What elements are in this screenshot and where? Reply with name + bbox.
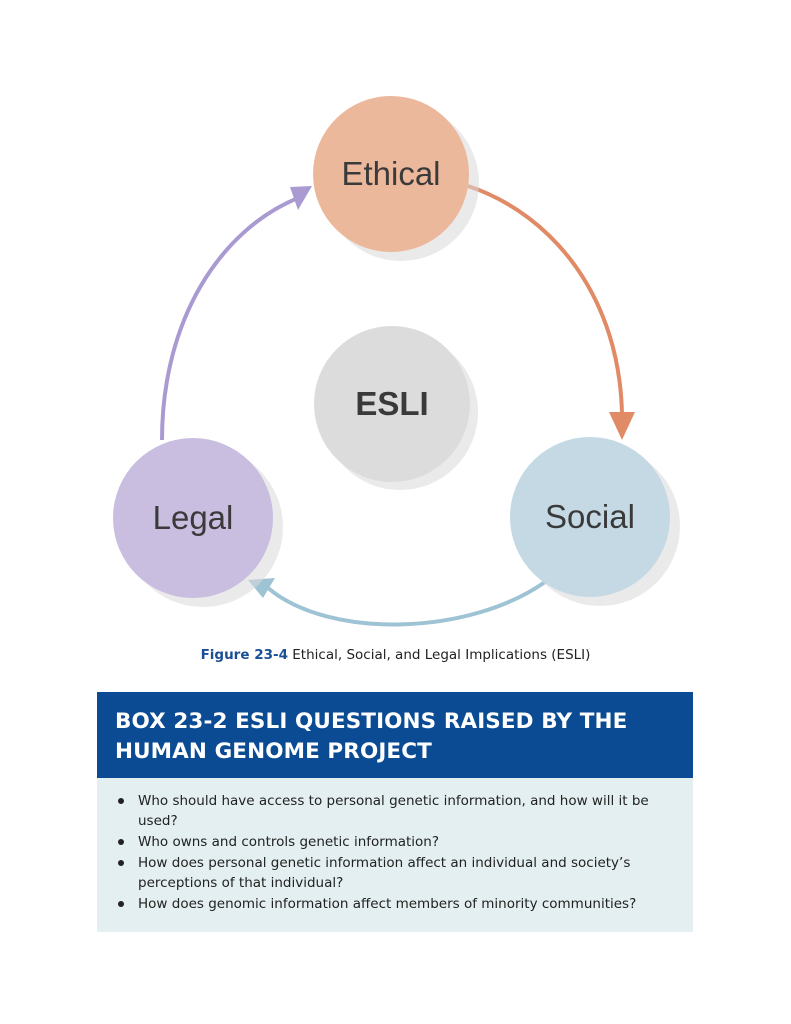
list-item: Who should have access to personal genet…: [117, 791, 673, 831]
bullet-icon: [118, 798, 124, 804]
question-list: Who should have access to personal genet…: [117, 791, 673, 914]
list-item: How does genomic information affect memb…: [117, 894, 673, 914]
bullet-icon: [118, 860, 124, 866]
figure-caption: Figure 23-4 Ethical, Social, and Legal I…: [0, 647, 791, 663]
legal-label: Legal: [153, 499, 234, 536]
ethical-circle: [313, 96, 469, 252]
ethical-label: Ethical: [341, 155, 440, 192]
esli-cycle-diagram: Ethical ESLI Social Legal: [113, 96, 680, 627]
social-label: Social: [545, 498, 635, 535]
box-23-2: BOX 23-2 ESLI QUESTIONS RAISED BY THE HU…: [97, 692, 693, 932]
arrow-head-ethical: [290, 186, 312, 210]
figure-label: Figure 23-4: [200, 647, 288, 663]
bullet-icon: [118, 901, 124, 907]
question-text: How does genomic information affect memb…: [138, 896, 637, 912]
esli-label: ESLI: [355, 385, 428, 422]
arrow-head-social: [609, 412, 635, 440]
arrow-social-to-legal: [266, 580, 547, 627]
list-item: Who owns and controls genetic informatio…: [117, 832, 673, 852]
question-text: How does personal genetic information af…: [138, 855, 631, 891]
box-header: BOX 23-2 ESLI QUESTIONS RAISED BY THE HU…: [97, 692, 693, 778]
question-text: Who owns and controls genetic informatio…: [138, 834, 440, 850]
figure-caption-text: Ethical, Social, and Legal Implications …: [292, 647, 591, 663]
question-text: Who should have access to personal genet…: [138, 793, 649, 829]
node-ethical: Ethical: [313, 96, 479, 261]
list-item: How does personal genetic information af…: [117, 853, 673, 893]
box-title: BOX 23-2 ESLI QUESTIONS RAISED BY THE HU…: [115, 709, 628, 764]
legal-circle: [113, 438, 273, 598]
node-legal: Legal: [113, 438, 283, 607]
arrow-legal-to-ethical: [160, 196, 299, 441]
social-circle: [510, 437, 670, 597]
esli-circle: [314, 326, 470, 482]
node-social: Social: [510, 437, 680, 606]
node-esli-center: ESLI: [314, 326, 478, 490]
bullet-icon: [118, 839, 124, 845]
arrow-ethical-to-social: [467, 184, 624, 416]
cycle-arrows: [160, 184, 635, 627]
box-body: Who should have access to personal genet…: [97, 778, 693, 932]
